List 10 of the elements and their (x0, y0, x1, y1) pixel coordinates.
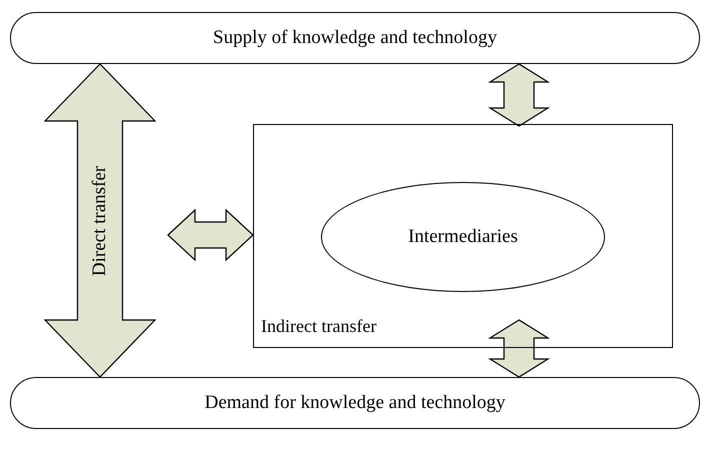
block-arrow (167, 208, 254, 262)
edge-label: Direct transfer (89, 165, 111, 276)
rounded-box: Demand for knowledge and technology (10, 377, 700, 429)
ellipse: Intermediaries (321, 182, 605, 292)
group-frame (253, 124, 673, 348)
block-arrow (44, 63, 156, 378)
block-arrow (488, 319, 550, 378)
group-label: Indirect transfer (261, 316, 376, 337)
block-arrow (488, 63, 550, 127)
rounded-box: Supply of knowledge and technology (10, 12, 700, 64)
